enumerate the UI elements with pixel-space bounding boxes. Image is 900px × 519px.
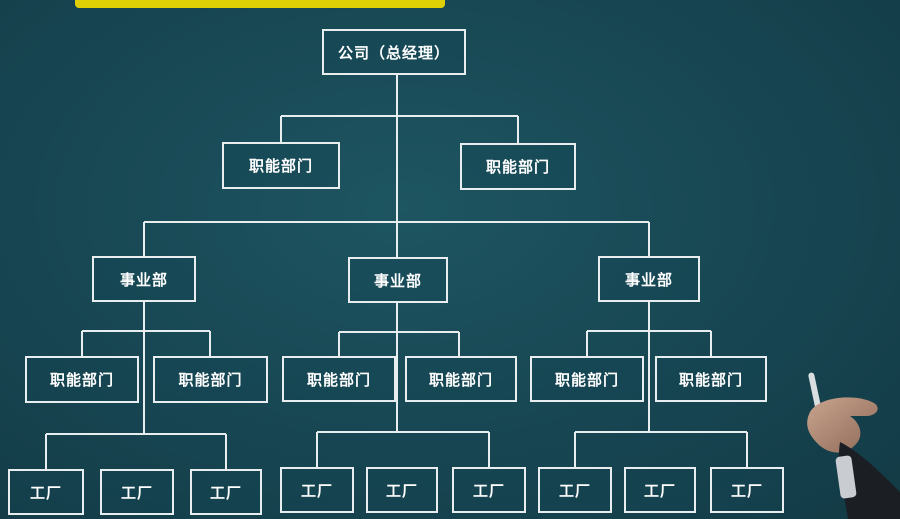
division-functional-dept-node: 职能部门	[282, 356, 396, 402]
factory-node: 工厂	[538, 467, 612, 513]
factory-node: 工厂	[624, 467, 696, 513]
division-functional-dept-node: 职能部门	[530, 356, 644, 402]
division-node: 事业部	[598, 256, 700, 302]
division-functional-dept-node: 职能部门	[655, 356, 767, 402]
factory-node: 工厂	[366, 467, 438, 513]
division-functional-dept-node: 职能部门	[153, 356, 268, 403]
top-functional-dept-node: 职能部门	[222, 142, 340, 189]
factory-node: 工厂	[710, 467, 784, 513]
root-node-company: 公司（总经理）	[322, 29, 466, 75]
division-node: 事业部	[92, 256, 196, 302]
division-functional-dept-node: 职能部门	[25, 356, 139, 403]
division-node: 事业部	[348, 257, 448, 303]
factory-node: 工厂	[452, 467, 526, 513]
top-functional-dept-node: 职能部门	[460, 143, 576, 190]
factory-node: 工厂	[8, 469, 84, 515]
division-functional-dept-node: 职能部门	[405, 356, 517, 402]
title-strip	[75, 0, 445, 8]
presenter-hand-image	[807, 372, 900, 519]
factory-node: 工厂	[280, 467, 354, 513]
factory-node: 工厂	[100, 469, 174, 515]
factory-node: 工厂	[190, 469, 262, 515]
